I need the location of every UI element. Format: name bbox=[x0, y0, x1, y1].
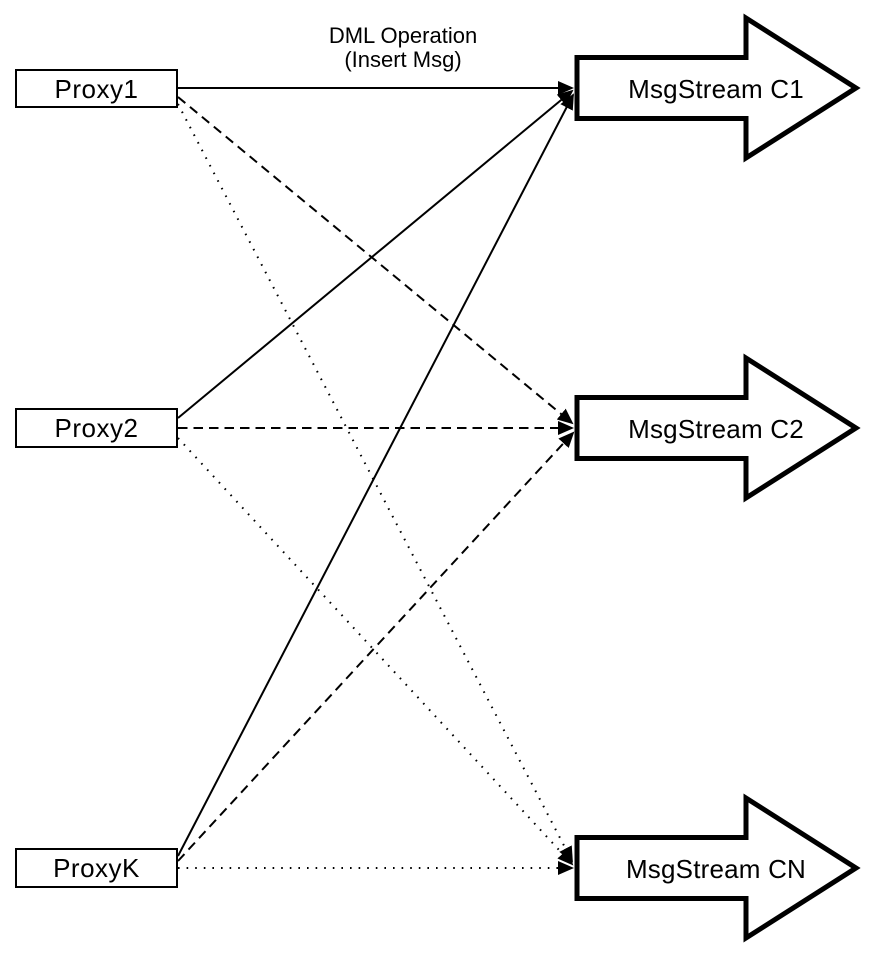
proxy1-box: Proxy1 bbox=[15, 69, 178, 108]
msgstream-c2-arrow-shape bbox=[574, 353, 861, 503]
connection-proxyk-to-c2-dashed-arrow bbox=[177, 431, 575, 862]
proxyk-box: ProxyK bbox=[15, 848, 178, 888]
connection-proxy1-to-cn-dotted-arrow bbox=[177, 103, 573, 863]
proxy1-label: Proxy1 bbox=[54, 73, 139, 104]
proxyk-label: ProxyK bbox=[53, 853, 140, 883]
connection-proxyk-to-c1-solid-arrow bbox=[177, 93, 574, 857]
proxy2-box: Proxy2 bbox=[15, 408, 178, 448]
connection-proxy2-to-c1-solid-arrow bbox=[177, 89, 574, 419]
annotation-line-1: DML Operation bbox=[328, 23, 478, 48]
connection-proxy2-to-cn-dotted-arrow bbox=[177, 437, 574, 866]
dml-operation-annotation: DML Operation (Insert Msg) bbox=[253, 24, 553, 72]
annotation-line-2: (Insert Msg) bbox=[344, 47, 462, 72]
msgstream-cn-arrow-shape bbox=[574, 793, 861, 943]
proxy2-label: Proxy2 bbox=[54, 413, 139, 443]
connections-layer bbox=[177, 81, 575, 875]
connection-proxy1-to-c2-dashed-arrow bbox=[177, 96, 574, 425]
msgstream-c1-arrow-shape bbox=[574, 13, 861, 163]
